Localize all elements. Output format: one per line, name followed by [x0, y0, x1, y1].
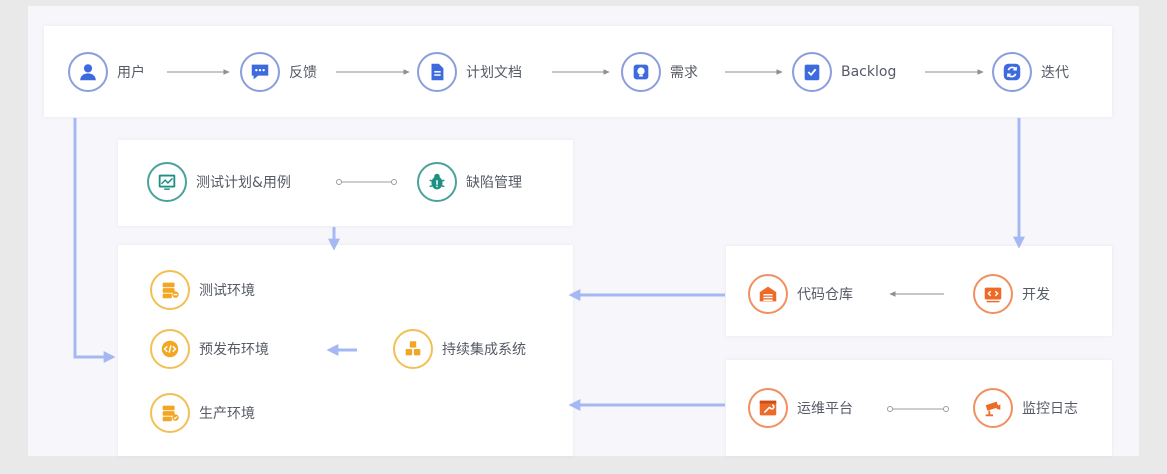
node-test-plan: 测试计划&用例	[147, 160, 291, 204]
arrow-user-to-pre-env	[73, 118, 116, 363]
monitor-chart-icon	[147, 162, 187, 202]
node-prod-env: 生产环境	[150, 391, 255, 435]
node-user: 用户	[68, 50, 145, 94]
node-backlog-label: Backlog	[841, 64, 897, 80]
node-requirement: 需求	[621, 50, 698, 94]
document-icon	[417, 52, 457, 92]
code-icon	[150, 329, 190, 369]
node-prod-env-label: 生产环境	[199, 406, 255, 422]
node-requirement-label: 需求	[670, 65, 698, 81]
node-ci-label: 持续集成系统	[442, 342, 526, 358]
node-test-plan-label: 测试计划&用例	[196, 175, 291, 191]
node-defect-label: 缺陷管理	[466, 175, 522, 191]
lightbulb-icon	[621, 52, 661, 92]
node-backlog: Backlog	[792, 50, 896, 94]
node-iteration-label: 迭代	[1041, 65, 1069, 81]
server-icon	[150, 270, 190, 310]
node-feedback: 反馈	[240, 50, 317, 94]
code-window-icon	[973, 274, 1013, 314]
node-feedback-label: 反馈	[289, 65, 317, 81]
node-user-label: 用户	[117, 65, 145, 81]
node-pre-env: 预发布环境	[150, 327, 269, 371]
node-pre-env-label: 预发布环境	[199, 342, 269, 358]
node-monitor-label: 监控日志	[1022, 401, 1078, 417]
node-plan-doc-label: 计划文档	[466, 65, 522, 81]
refresh-icon	[992, 52, 1032, 92]
node-test-env-label: 测试环境	[199, 283, 255, 299]
node-repo: 代码仓库	[748, 272, 853, 316]
node-iteration: 迭代	[992, 50, 1069, 94]
node-dev: 开发	[973, 272, 1050, 316]
camera-icon	[973, 388, 1013, 428]
development-panel	[726, 246, 1112, 336]
wrench-window-icon	[748, 388, 788, 428]
server-check-icon	[150, 393, 190, 433]
node-ci: 持续集成系统	[393, 327, 526, 371]
node-test-env: 测试环境	[150, 268, 255, 312]
node-ops: 运维平台	[748, 386, 853, 430]
node-repo-label: 代码仓库	[797, 287, 853, 303]
node-plan-doc: 计划文档	[417, 50, 522, 94]
chat-bubble-icon	[240, 52, 280, 92]
checklist-icon	[792, 52, 832, 92]
node-ops-label: 运维平台	[797, 401, 853, 417]
user-icon	[68, 52, 108, 92]
warehouse-icon	[748, 274, 788, 314]
bug-icon	[417, 162, 457, 202]
node-monitor: 监控日志	[973, 386, 1078, 430]
diagram-canvas: 用户 反馈 计划文档 需求 Backlog 迭代 测试计划	[28, 6, 1139, 456]
testing-panel	[118, 140, 573, 226]
top-flow-panel	[44, 26, 1112, 117]
node-dev-label: 开发	[1022, 287, 1050, 303]
node-defect: 缺陷管理	[417, 160, 522, 204]
operations-panel	[726, 360, 1112, 456]
cubes-icon	[393, 329, 433, 369]
